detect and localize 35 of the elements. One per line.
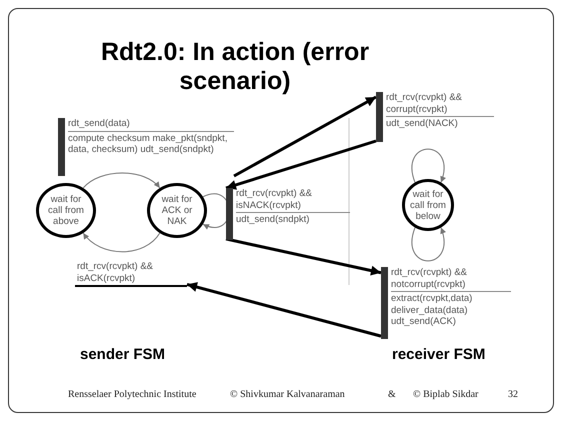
arrow	[82, 232, 160, 252]
footer-text: &	[388, 389, 396, 400]
action-text: udt_send(NACK)	[386, 118, 459, 130]
caption: sender FSM	[80, 346, 166, 363]
footer-text: © Biplab Sikdar	[413, 389, 478, 400]
arrow	[226, 140, 376, 190]
state-label: wait for ACK or NAK	[160, 194, 194, 227]
arrow	[226, 238, 382, 276]
action-text: extract(rcvpkt,data) deliver_data(data) udt_send(ACK)	[391, 293, 474, 328]
action-text: compute checksum make_pkt(sndpkt, data, checksum) udt_send(sndpkt)	[68, 132, 228, 156]
slide-title: Rdt2.0: In action (error scenario)	[100, 38, 370, 96]
arrow	[82, 172, 160, 188]
state-label: wait for call from below	[409, 188, 447, 222]
footer-text: Rensselaer Polytechnic Institute	[68, 389, 196, 400]
event-text: rdt_rcv(rcvpkt) && isNACK(rcvpkt)	[236, 188, 350, 213]
footer-text: © Shivkumar Kalvanaraman	[230, 389, 345, 400]
event-text: rdt_rcv(rcvpkt) && corrupt(rcvpkt)	[386, 92, 494, 117]
transition-box	[58, 118, 234, 176]
transition-label	[75, 261, 187, 287]
transition-box	[376, 92, 494, 142]
event-text: rdt_send(data)	[68, 118, 234, 132]
transition-box	[381, 267, 511, 339]
page-number: 32	[508, 389, 518, 400]
transition-box	[226, 188, 350, 240]
arrow	[233, 96, 377, 178]
state-circle	[147, 183, 207, 238]
action-text: udt_send(sndpkt)	[236, 214, 310, 226]
arrow	[186, 282, 382, 338]
caption: receiver FSM	[392, 346, 486, 363]
state-label: wait for call from above	[47, 194, 85, 227]
state-circle	[402, 179, 454, 231]
event-text: rdt_rcv(rcvpkt) && isACK(rcvpkt)	[77, 261, 154, 284]
event-text: rdt_rcv(rcvpkt) && notcorrupt(rcvpkt)	[391, 267, 511, 292]
arrow	[412, 227, 446, 262]
arrow	[412, 148, 446, 183]
